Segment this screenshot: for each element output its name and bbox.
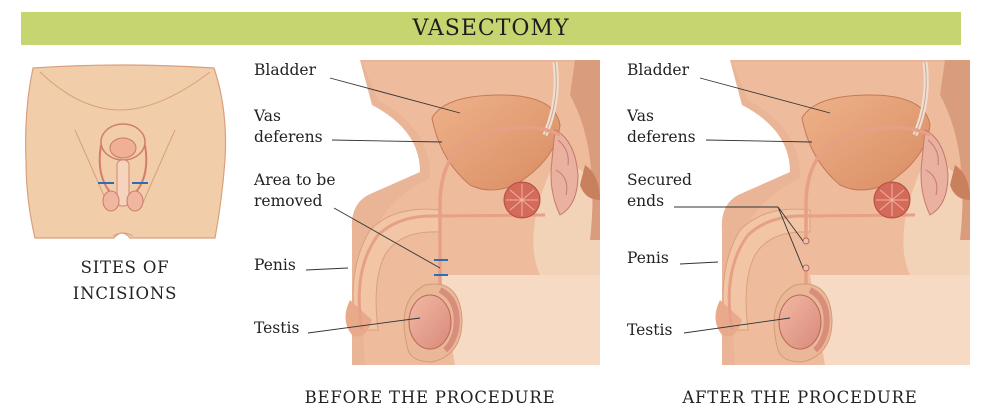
before-figure — [305, 60, 600, 365]
label-bladder-after: Bladder — [627, 61, 690, 79]
label-testis-before: Testis — [254, 319, 300, 337]
label-vas-deferens-after: Vas deferens — [627, 107, 696, 146]
label-vas-deferens-before: Vas deferens — [254, 107, 323, 146]
label-testis-after: Testis — [627, 321, 673, 339]
page-title: VASECTOMY — [412, 16, 570, 41]
caption-sites-of-incisions: SITES OF INCISIONS — [72, 258, 178, 303]
incision-sites-figure — [25, 64, 227, 239]
vas-deferens-before — [438, 125, 561, 300]
vas-deferens-upper-end — [804, 125, 931, 240]
label-penis-after: Penis — [627, 249, 669, 267]
caption-before-procedure: BEFORE THE PROCEDURE — [304, 388, 556, 407]
label-area-to-be-removed: Area to be removed — [254, 171, 336, 210]
label-penis-before: Penis — [254, 256, 296, 274]
label-bladder-before: Bladder — [254, 61, 317, 79]
title-banner: VASECTOMY — [21, 12, 961, 45]
label-secured-ends: Secured ends — [627, 171, 692, 210]
caption-after-procedure: AFTER THE PROCEDURE — [682, 388, 918, 407]
after-figure — [674, 60, 970, 365]
